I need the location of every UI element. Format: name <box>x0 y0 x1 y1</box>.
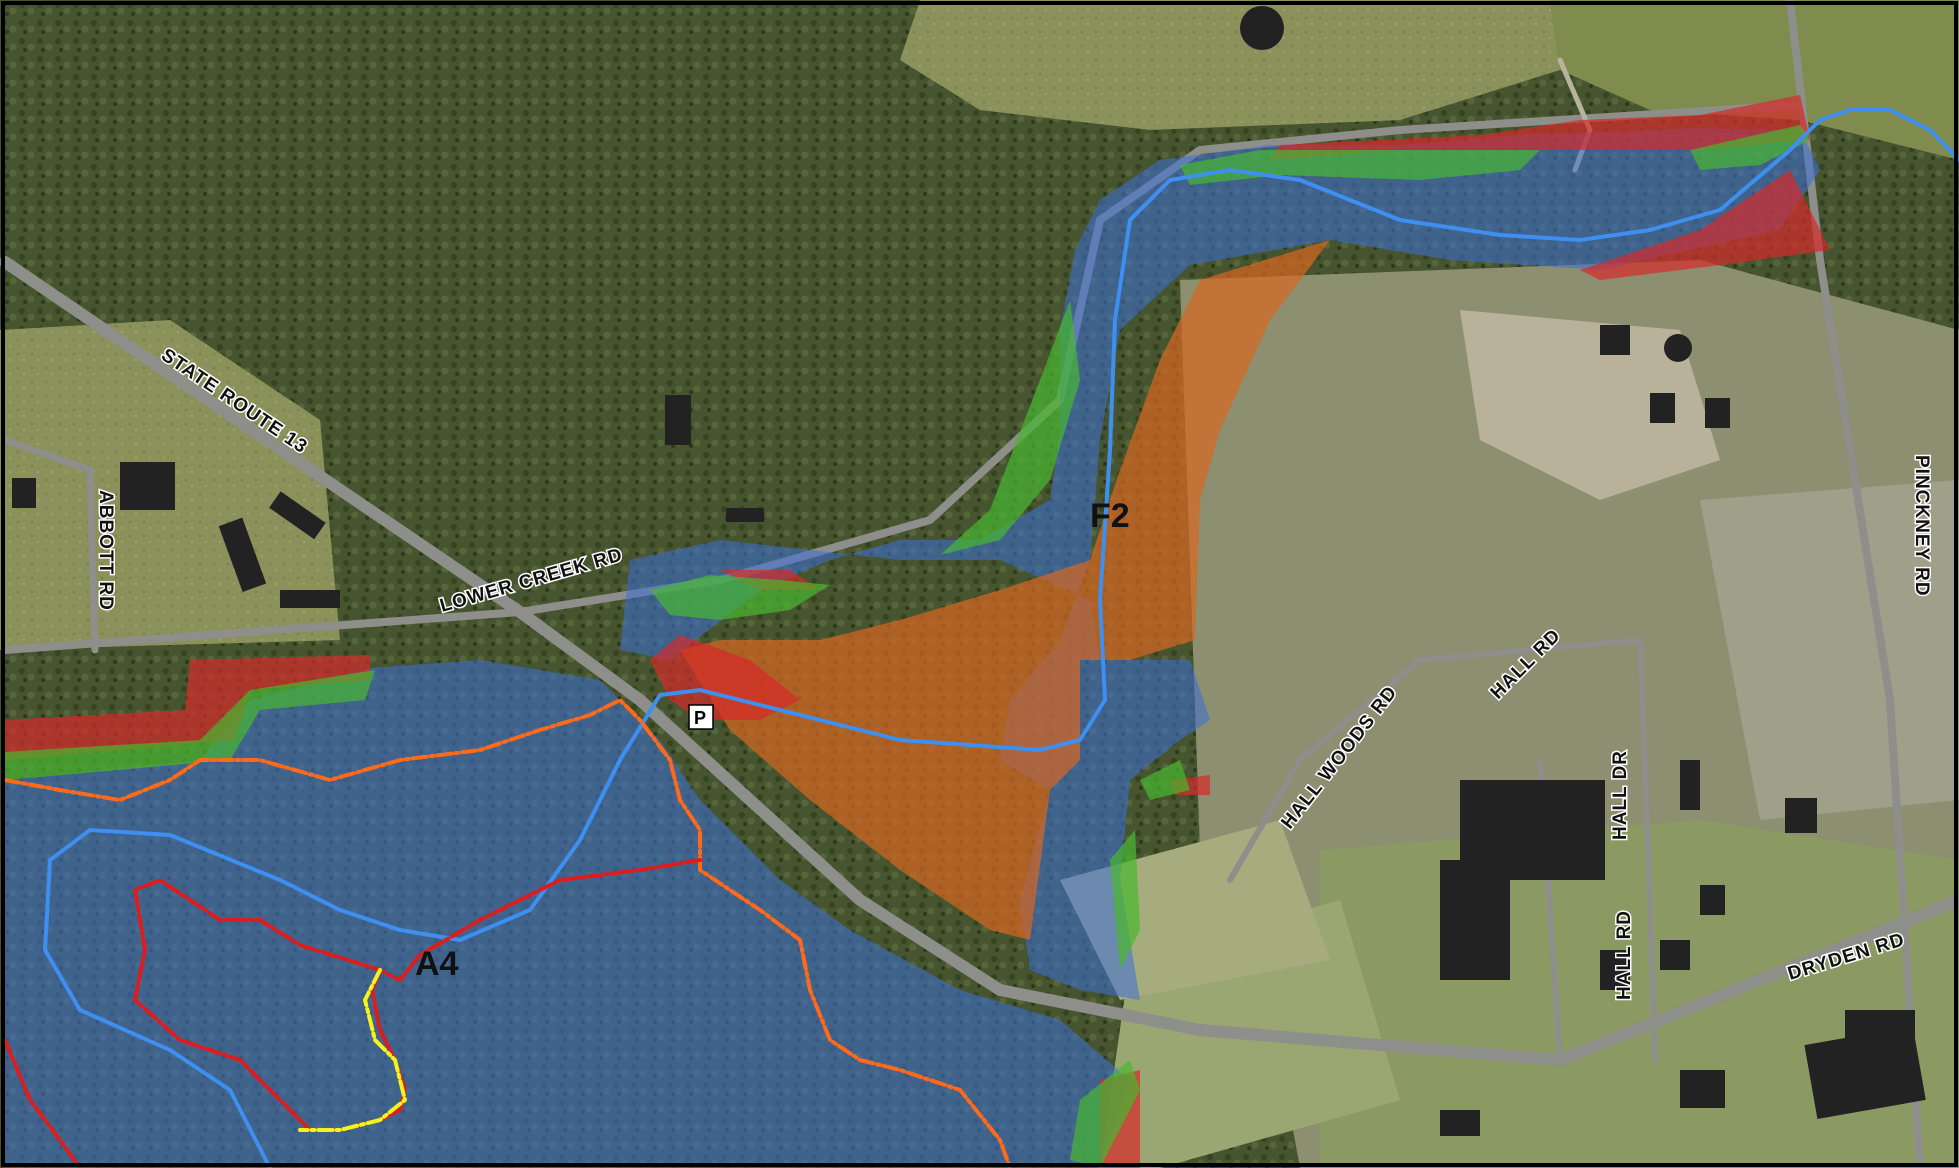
red-zone-east <box>1580 170 1830 280</box>
hall-drive <box>1637 637 1658 1063</box>
yellow-trail <box>298 968 407 1132</box>
parking-marker-label: P <box>694 708 706 728</box>
hall-woods-road <box>1227 637 1643 883</box>
green-zone-bank <box>940 300 1080 555</box>
red-zone-northeast <box>1270 95 1810 160</box>
streams <box>42 108 1959 1168</box>
green-zone-south <box>1070 1060 1140 1168</box>
abbott-road <box>1 436 99 654</box>
label-hall-rd-bottom: HALL RD <box>1614 910 1635 1000</box>
green-zone-west <box>5 670 375 780</box>
green-zone-lower-east <box>1110 830 1140 970</box>
green-zone-creek <box>650 575 830 620</box>
red-trail-west <box>3 1038 82 1168</box>
label-area-a4: A4 <box>415 945 459 983</box>
green-zone-north <box>1180 150 1540 185</box>
area-labels: F2 A4 <box>415 497 1130 983</box>
red-zone-west <box>5 655 370 760</box>
red-zone-creek <box>650 635 800 720</box>
trails <box>3 698 1012 1168</box>
state-route-13-road <box>0 256 1959 1067</box>
parking-icon[interactable]: P <box>688 704 714 730</box>
label-abbott-rd: ABBOTT RD <box>95 490 116 611</box>
orange-trail <box>3 698 1012 1168</box>
label-area-f2: F2 <box>1090 497 1130 535</box>
dryden-road <box>1555 895 1959 1065</box>
green-zone-east <box>1140 760 1190 800</box>
green-zone-northeast <box>1690 125 1810 170</box>
label-hall-dr: HALL DR <box>1610 750 1631 840</box>
orange-zone <box>680 240 1330 940</box>
buildings <box>12 6 1926 1136</box>
label-pinckney-rd: PINCKNEY RD <box>1911 455 1932 597</box>
blue-zone-southwest <box>5 660 1130 1168</box>
creek-main <box>42 108 1959 1168</box>
